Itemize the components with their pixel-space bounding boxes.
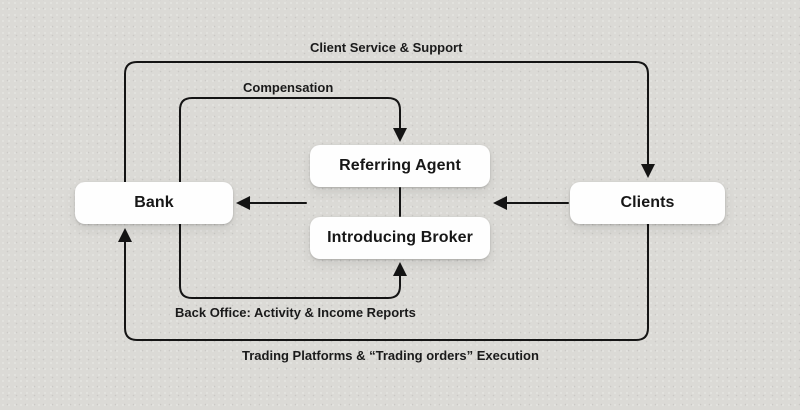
arrow-client-service: [124, 61, 655, 185]
edge-label-client-service: Client Service & Support: [310, 40, 463, 55]
arrow-trading-platforms: [118, 223, 649, 341]
arrow-back-office: [179, 221, 407, 299]
arrow-clients-to-brokers: [493, 196, 569, 210]
node-clients: Clients: [570, 182, 725, 224]
node-referring-agent: Referring Agent: [310, 145, 490, 187]
arrow-compensation: [179, 97, 407, 185]
edge-label-trading-platforms: Trading Platforms & “Trading orders” Exe…: [242, 348, 539, 363]
node-introducing-broker: Introducing Broker: [310, 217, 490, 259]
edge-label-back-office: Back Office: Activity & Income Reports: [175, 305, 416, 320]
node-bank: Bank: [75, 182, 233, 224]
edge-label-compensation: Compensation: [243, 80, 334, 95]
arrow-brokers-to-bank: [236, 196, 307, 210]
